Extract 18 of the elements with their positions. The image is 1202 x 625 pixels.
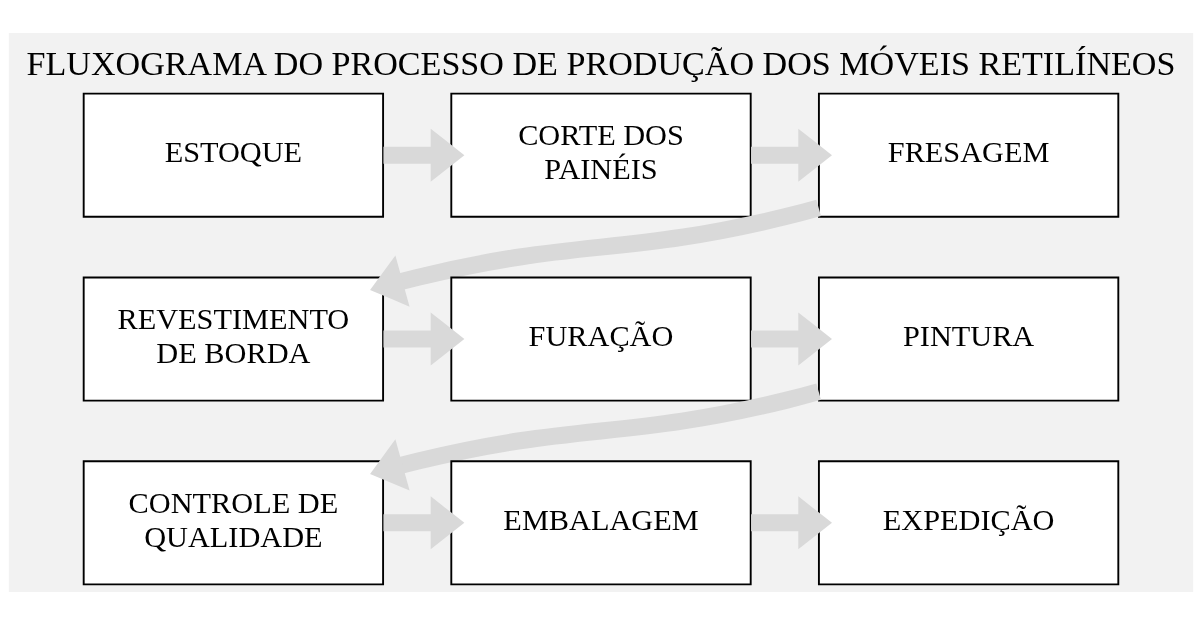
arrow xyxy=(751,496,832,550)
node-box: FRESAGEM xyxy=(817,92,1120,218)
node-box: EMBALAGEM xyxy=(450,460,752,586)
node-box: FURAÇÃO xyxy=(450,276,752,402)
arrow xyxy=(383,496,465,550)
node-box: REVESTIMENTO DE BORDA xyxy=(82,276,385,402)
diagram-title: FLUXOGRAMA DO PROCESSO DE PRODUÇÃO DOS MÓVEIS RETILÍNEOS xyxy=(26,45,1176,83)
arrow xyxy=(370,199,821,307)
arrow xyxy=(751,312,832,366)
arrow xyxy=(370,383,821,491)
arrow xyxy=(383,312,465,366)
node-box: PINTURA xyxy=(817,276,1120,402)
arrow xyxy=(383,128,465,182)
node-box: CORTE DOS PAINÉIS xyxy=(450,92,752,218)
node-box: CONTROLE DE QUALIDADE xyxy=(82,460,385,586)
arrow xyxy=(751,128,832,182)
node-box: ESTOQUE xyxy=(82,92,385,218)
node-box: EXPEDIÇÃO xyxy=(817,460,1120,586)
